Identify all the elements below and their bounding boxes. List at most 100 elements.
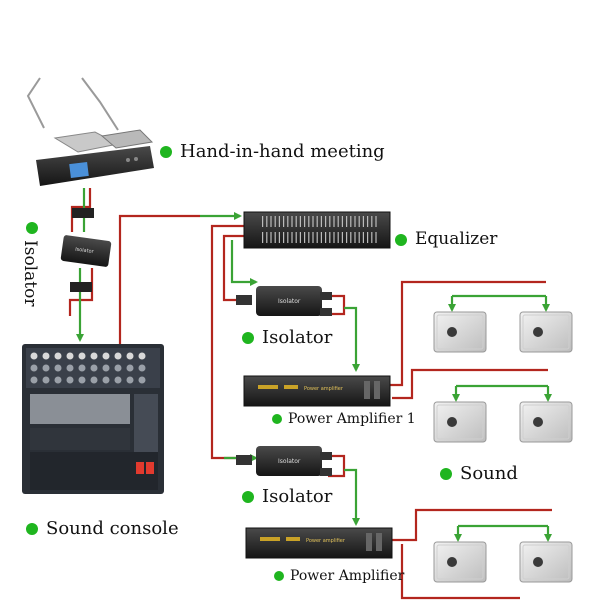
console-knob — [42, 376, 50, 384]
eq-slider — [278, 232, 280, 243]
isolator-1-device: Isolator — [236, 286, 332, 316]
speaker-5 — [433, 541, 487, 583]
wire-iso1-amp-green — [344, 306, 360, 372]
eq-slider — [312, 216, 314, 227]
label-isolator-2-text: Isolator — [262, 486, 333, 507]
wire-amp1-top-red — [390, 280, 546, 387]
speaker-1 — [433, 311, 487, 353]
wire-amp2-bottom-red — [400, 544, 520, 600]
eq-slider — [308, 216, 310, 227]
green-dot-icon — [242, 332, 254, 344]
eq-slider — [333, 232, 335, 243]
wire-iso1-out-red — [328, 294, 346, 316]
eq-slider — [346, 232, 348, 243]
console-knob — [78, 352, 86, 360]
wire-amp2-red — [392, 508, 552, 542]
console-knob — [54, 352, 62, 360]
console-knob — [66, 376, 74, 384]
wire-console-equalizer-red — [118, 214, 200, 346]
label-sound-text: Sound — [460, 463, 518, 484]
speaker-3 — [433, 401, 487, 443]
console-knob — [66, 352, 74, 360]
console-knob — [42, 352, 50, 360]
eq-slider — [362, 216, 364, 227]
eq-slider — [341, 232, 343, 243]
eq-slider — [299, 232, 301, 243]
eq-slider — [325, 232, 327, 243]
console-knob — [30, 364, 38, 372]
eq-slider — [304, 232, 306, 243]
isolator-2-device: Isolator — [236, 446, 332, 476]
eq-slider — [295, 216, 297, 227]
eq-slider — [274, 216, 276, 227]
green-dot-icon — [26, 523, 38, 535]
eq-slider — [262, 232, 264, 243]
console-knob — [114, 364, 122, 372]
eq-slider — [316, 232, 318, 243]
label-sound: Sound — [440, 465, 518, 483]
console-knob — [138, 352, 146, 360]
sound-console — [22, 344, 164, 494]
eq-slider — [346, 216, 348, 227]
label-amp-2-text: Power Amplifier — [290, 568, 405, 584]
eq-slider — [283, 232, 285, 243]
eq-slider — [278, 216, 280, 227]
isolator-left-box-text: Isolator — [75, 246, 95, 255]
eq-slider — [325, 216, 327, 227]
eq-slider — [362, 232, 364, 243]
label-isolator-1: Isolator — [242, 329, 332, 347]
label-console: Sound console — [26, 520, 179, 538]
console-knob — [138, 376, 146, 384]
console-knob — [66, 364, 74, 372]
eq-slider — [295, 232, 297, 243]
speaker-4 — [519, 401, 573, 443]
eq-slider — [329, 216, 331, 227]
eq-slider — [312, 232, 314, 243]
green-dot-icon — [242, 491, 254, 503]
eq-slider — [291, 232, 293, 243]
wire-eq-trunk-red — [210, 224, 244, 460]
eq-slider — [367, 216, 369, 227]
label-equalizer: Equalizer — [395, 231, 497, 248]
console-knob — [54, 364, 62, 372]
isolator-2-box-text: Isolator — [278, 458, 301, 465]
eq-slider — [316, 216, 318, 227]
label-meeting-text: Hand-in-hand meeting — [180, 141, 385, 162]
console-knob — [138, 364, 146, 372]
label-equalizer-text: Equalizer — [415, 229, 498, 249]
green-dot-icon — [274, 571, 284, 581]
label-isolator-2: Isolator — [242, 488, 332, 506]
speakers — [433, 311, 573, 583]
eq-slider — [354, 232, 356, 243]
green-dot-icon — [26, 222, 38, 234]
eq-slider — [299, 216, 301, 227]
eq-slider — [354, 216, 356, 227]
console-knob — [54, 376, 62, 384]
wire-meeting-red — [70, 188, 92, 232]
amp-1-panel-text: Power amplifier — [304, 386, 344, 392]
eq-slider — [287, 216, 289, 227]
console-knob — [126, 364, 134, 372]
isolator-1-box-text: Isolator — [278, 298, 301, 305]
eq-slider — [270, 232, 272, 243]
eq-slider — [358, 216, 360, 227]
console-knob — [114, 352, 122, 360]
eq-slider — [262, 216, 264, 227]
equalizer-device — [243, 211, 391, 249]
amp-2-panel-text: Power amplifier — [306, 538, 346, 544]
eq-slider — [375, 232, 377, 243]
eq-slider — [283, 216, 285, 227]
label-isolator-left: Isolator — [20, 240, 40, 307]
console-knob — [114, 376, 122, 384]
wire-iso2-out-red — [328, 454, 346, 478]
eq-slider — [308, 232, 310, 243]
eq-slider — [358, 232, 360, 243]
eq-slider — [371, 232, 373, 243]
label-meeting: Hand-in-hand meeting — [160, 143, 385, 161]
eq-slider — [350, 232, 352, 243]
eq-slider — [266, 216, 268, 227]
eq-slider — [320, 216, 322, 227]
label-amp-1-text: Power Amplifier 1 — [288, 411, 416, 427]
console-knob — [78, 376, 86, 384]
